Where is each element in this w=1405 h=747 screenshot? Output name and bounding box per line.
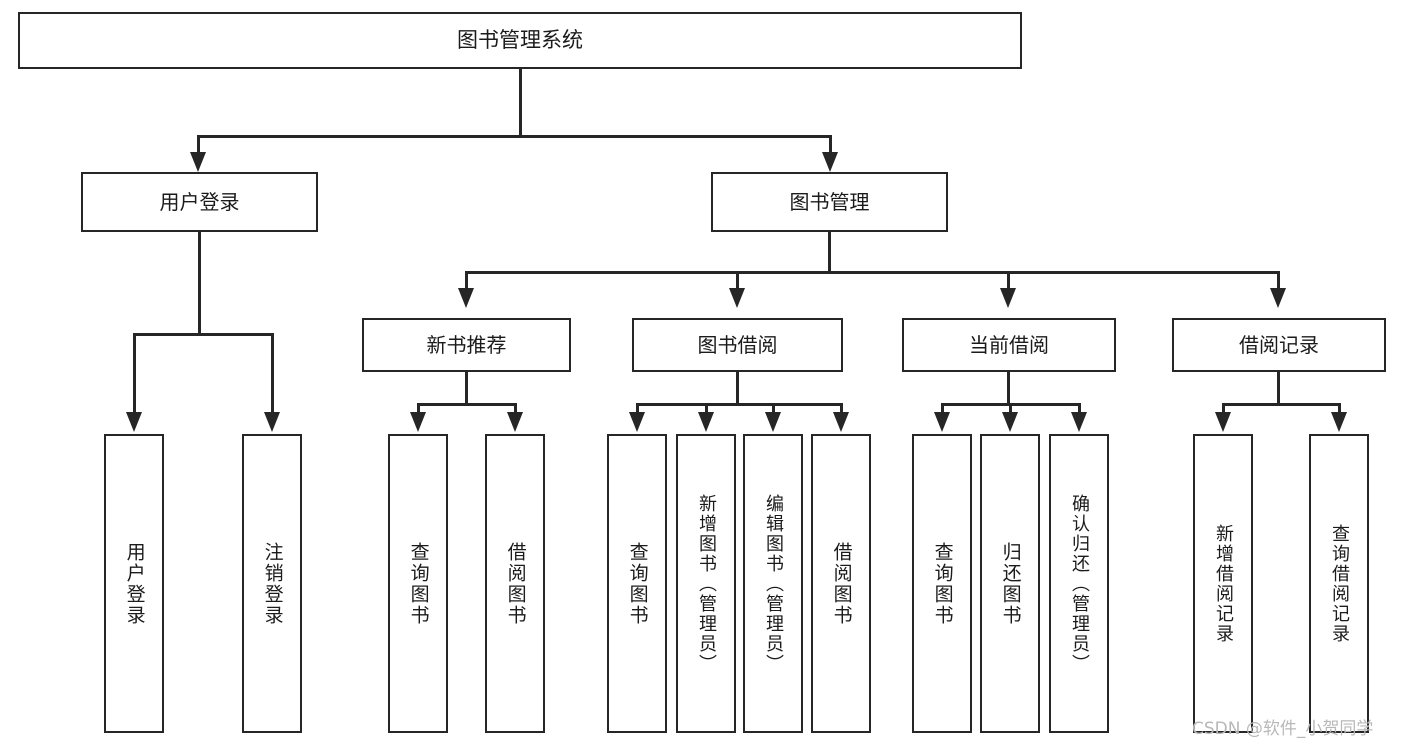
connector-borrow-record-stem: [1277, 372, 1280, 405]
connector-root-stem: [519, 69, 522, 137]
leaf-new-book-recommend-borrow-book[interactable]: 借阅图书: [485, 434, 545, 733]
leaf-current-borrow-query-book[interactable]: 查询图书: [912, 434, 972, 733]
connector-root-to-user-login: [197, 135, 200, 158]
arrow-down-icon-nbr-leaf-2: [507, 412, 523, 432]
node-current-borrow[interactable]: 当前借阅: [902, 318, 1116, 372]
connector-bb-to-leaf-4: [840, 403, 843, 417]
leaf-book-borrow-edit-book-admin[interactable]: 编辑图书（管理员）: [743, 434, 803, 733]
leaf-book-borrow-borrow-book[interactable]: 借阅图书: [811, 434, 871, 733]
connector-to-current-borrow: [1007, 271, 1010, 293]
arrow-down-icon-user-login-leaf-2: [264, 412, 280, 432]
arrow-down-icon-bb-leaf-4: [833, 412, 849, 432]
connector-borrow-record-bar: [1222, 403, 1340, 406]
connector-user-login-to-leaf-2: [271, 333, 274, 417]
connector-br-to-leaf-1: [1222, 403, 1225, 417]
csdn-watermark: CSDN @软件_小贺同学: [1192, 719, 1374, 739]
connector-to-new-book-recommend: [465, 271, 468, 293]
connector-cb-to-leaf-1: [941, 403, 944, 417]
arrow-down-icon-book-management: [822, 152, 838, 172]
arrow-down-icon-borrow-record: [1270, 288, 1286, 308]
connector-book-borrow-stem: [736, 372, 739, 405]
connector-cb-to-leaf-2: [1009, 403, 1012, 417]
leaf-book-borrow-query-book[interactable]: 查询图书: [607, 434, 667, 733]
connector-nbr-to-leaf-2: [514, 403, 517, 417]
connector-user-login-bar: [133, 333, 273, 336]
leaf-user-login-logout[interactable]: 注销登录: [242, 434, 302, 733]
connector-current-borrow-stem: [1007, 372, 1010, 405]
node-new-book-recommend[interactable]: 新书推荐: [362, 318, 571, 372]
leaf-new-book-recommend-query-book[interactable]: 查询图书: [388, 434, 448, 733]
arrow-down-icon-book-borrow: [729, 288, 745, 308]
arrow-down-icon-user-login-leaf-1: [126, 412, 142, 432]
arrow-down-icon-nbr-leaf-1: [410, 412, 426, 432]
connector-bb-to-leaf-2: [705, 403, 708, 417]
leaf-current-borrow-return-book[interactable]: 归还图书: [980, 434, 1040, 733]
node-book-management[interactable]: 图书管理: [711, 172, 948, 232]
connector-book-management-bar: [465, 271, 1279, 274]
leaf-borrow-record-add-record[interactable]: 新增借阅记录: [1193, 434, 1253, 733]
node-book-borrow[interactable]: 图书借阅: [632, 318, 843, 372]
connector-user-login-to-leaf-1: [133, 333, 136, 417]
connector-root-bar: [197, 135, 831, 138]
arrow-down-icon-br-leaf-2: [1331, 412, 1347, 432]
leaf-book-borrow-add-book-admin[interactable]: 新增图书（管理员）: [676, 434, 736, 733]
connector-bb-to-leaf-1: [636, 403, 639, 417]
connector-bb-to-leaf-3: [772, 403, 775, 417]
node-borrow-record[interactable]: 借阅记录: [1172, 318, 1386, 372]
arrow-down-icon-new-book-recommend: [458, 288, 474, 308]
arrow-down-icon-current-borrow: [1000, 288, 1016, 308]
node-user-login[interactable]: 用户登录: [81, 172, 318, 232]
connector-br-to-leaf-2: [1338, 403, 1341, 417]
connector-root-to-book-management: [829, 135, 832, 158]
arrow-down-icon-bb-leaf-1: [629, 412, 645, 432]
arrow-down-icon-bb-leaf-2: [698, 412, 714, 432]
connector-user-login-stem: [198, 232, 201, 335]
arrow-down-icon-user-login: [190, 152, 206, 172]
connector-cb-to-leaf-3: [1078, 403, 1081, 417]
leaf-borrow-record-query-record[interactable]: 查询借阅记录: [1309, 434, 1369, 733]
connector-to-book-borrow: [736, 271, 739, 293]
connector-new-book-recommend-stem: [465, 372, 468, 405]
arrow-down-icon-br-leaf-1: [1215, 412, 1231, 432]
leaf-current-borrow-confirm-return-admin[interactable]: 确认归还（管理员）: [1049, 434, 1109, 733]
arrow-down-icon-cb-leaf-2: [1002, 412, 1018, 432]
connector-new-book-recommend-bar: [417, 403, 516, 406]
connector-nbr-to-leaf-1: [417, 403, 420, 417]
arrow-down-icon-cb-leaf-3: [1071, 412, 1087, 432]
node-root-library-management-system[interactable]: 图书管理系统: [18, 12, 1022, 69]
connector-book-management-stem: [828, 232, 831, 274]
connector-book-borrow-bar: [636, 403, 843, 406]
connector-to-borrow-record: [1277, 271, 1280, 293]
leaf-user-login-login[interactable]: 用户登录: [104, 434, 164, 733]
arrow-down-icon-cb-leaf-1: [934, 412, 950, 432]
arrow-down-icon-bb-leaf-3: [765, 412, 781, 432]
